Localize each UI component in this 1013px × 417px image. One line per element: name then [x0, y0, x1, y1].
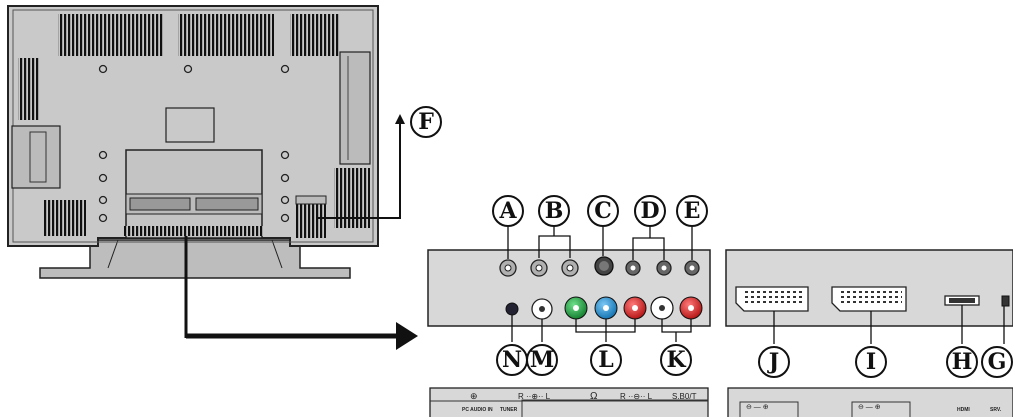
callout-i: I: [855, 346, 887, 378]
label-strip-av: ⊕ R ··⊕·· L Ω R ··⊖·· L S.B0/T PC AUDIO …: [429, 387, 709, 417]
label-strip-srv: SRV.: [990, 407, 1002, 413]
jack-a: [499, 259, 517, 277]
connector-panel-av: [427, 249, 711, 327]
leader-line-f: [318, 114, 405, 219]
callout-h: H: [946, 346, 978, 378]
callout-d: D: [634, 195, 666, 227]
scart-socket-i: [831, 286, 907, 312]
jack-l-green: [564, 296, 588, 320]
jack-c-svideo: [594, 256, 614, 276]
callout-e: E: [676, 195, 708, 227]
label-strip-antenna-icon: ⊕: [470, 391, 478, 401]
label-strip-scart: ⊖ — ⊕ ⊖ — ⊕ HDMI SRV.: [727, 387, 1013, 417]
tv-rear-body: [7, 5, 379, 279]
jack-e: [684, 260, 700, 276]
scart-out-icon: ⊖ — ⊕: [746, 404, 769, 411]
service-port-g: [1001, 295, 1010, 307]
jack-d-2: [656, 260, 672, 276]
jack-b-right: [530, 259, 548, 277]
callout-f: F: [410, 106, 442, 138]
callout-a: A: [492, 195, 524, 227]
panel1-leaders: [507, 227, 693, 342]
label-strip-tuner: TUNER: [500, 407, 518, 413]
jack-l-red: [623, 296, 647, 320]
panel2-leaders: [773, 305, 1005, 344]
callout-m: M: [526, 344, 558, 376]
callout-k: K: [660, 344, 692, 376]
callout-l: L: [590, 344, 622, 376]
label-strip-pc-audio: PC AUDIO IN: [462, 407, 493, 413]
headphone-icon: Ω: [590, 391, 598, 402]
connector-panel-scart-hdmi: [725, 249, 1013, 327]
jack-d-1: [625, 260, 641, 276]
leader-line-panel: [184, 236, 418, 350]
callout-n: N: [496, 344, 528, 376]
jack-b-left: [561, 259, 579, 277]
hdmi-socket-h: [944, 295, 980, 306]
label-strip-hdmi: HDMI: [957, 407, 970, 413]
jack-k-red: [679, 296, 703, 320]
jack-l-blue: [594, 296, 618, 320]
label-strip-audio-lr: R ··⊕·· L: [518, 392, 551, 401]
callout-b: B: [538, 195, 570, 227]
scart-socket-j: [735, 286, 809, 312]
jack-k-white: [650, 296, 674, 320]
jack-m-antenna: [531, 298, 553, 320]
label-strip-s-out: S.B0/T: [672, 392, 697, 401]
scart-in-icon: ⊖ — ⊕: [858, 404, 881, 411]
callout-g: G: [981, 346, 1013, 378]
callout-j: J: [758, 346, 790, 378]
jack-n: [505, 302, 519, 316]
label-strip-audio-lr-2: R ··⊖·· L: [620, 392, 653, 401]
callout-c: C: [587, 195, 619, 227]
